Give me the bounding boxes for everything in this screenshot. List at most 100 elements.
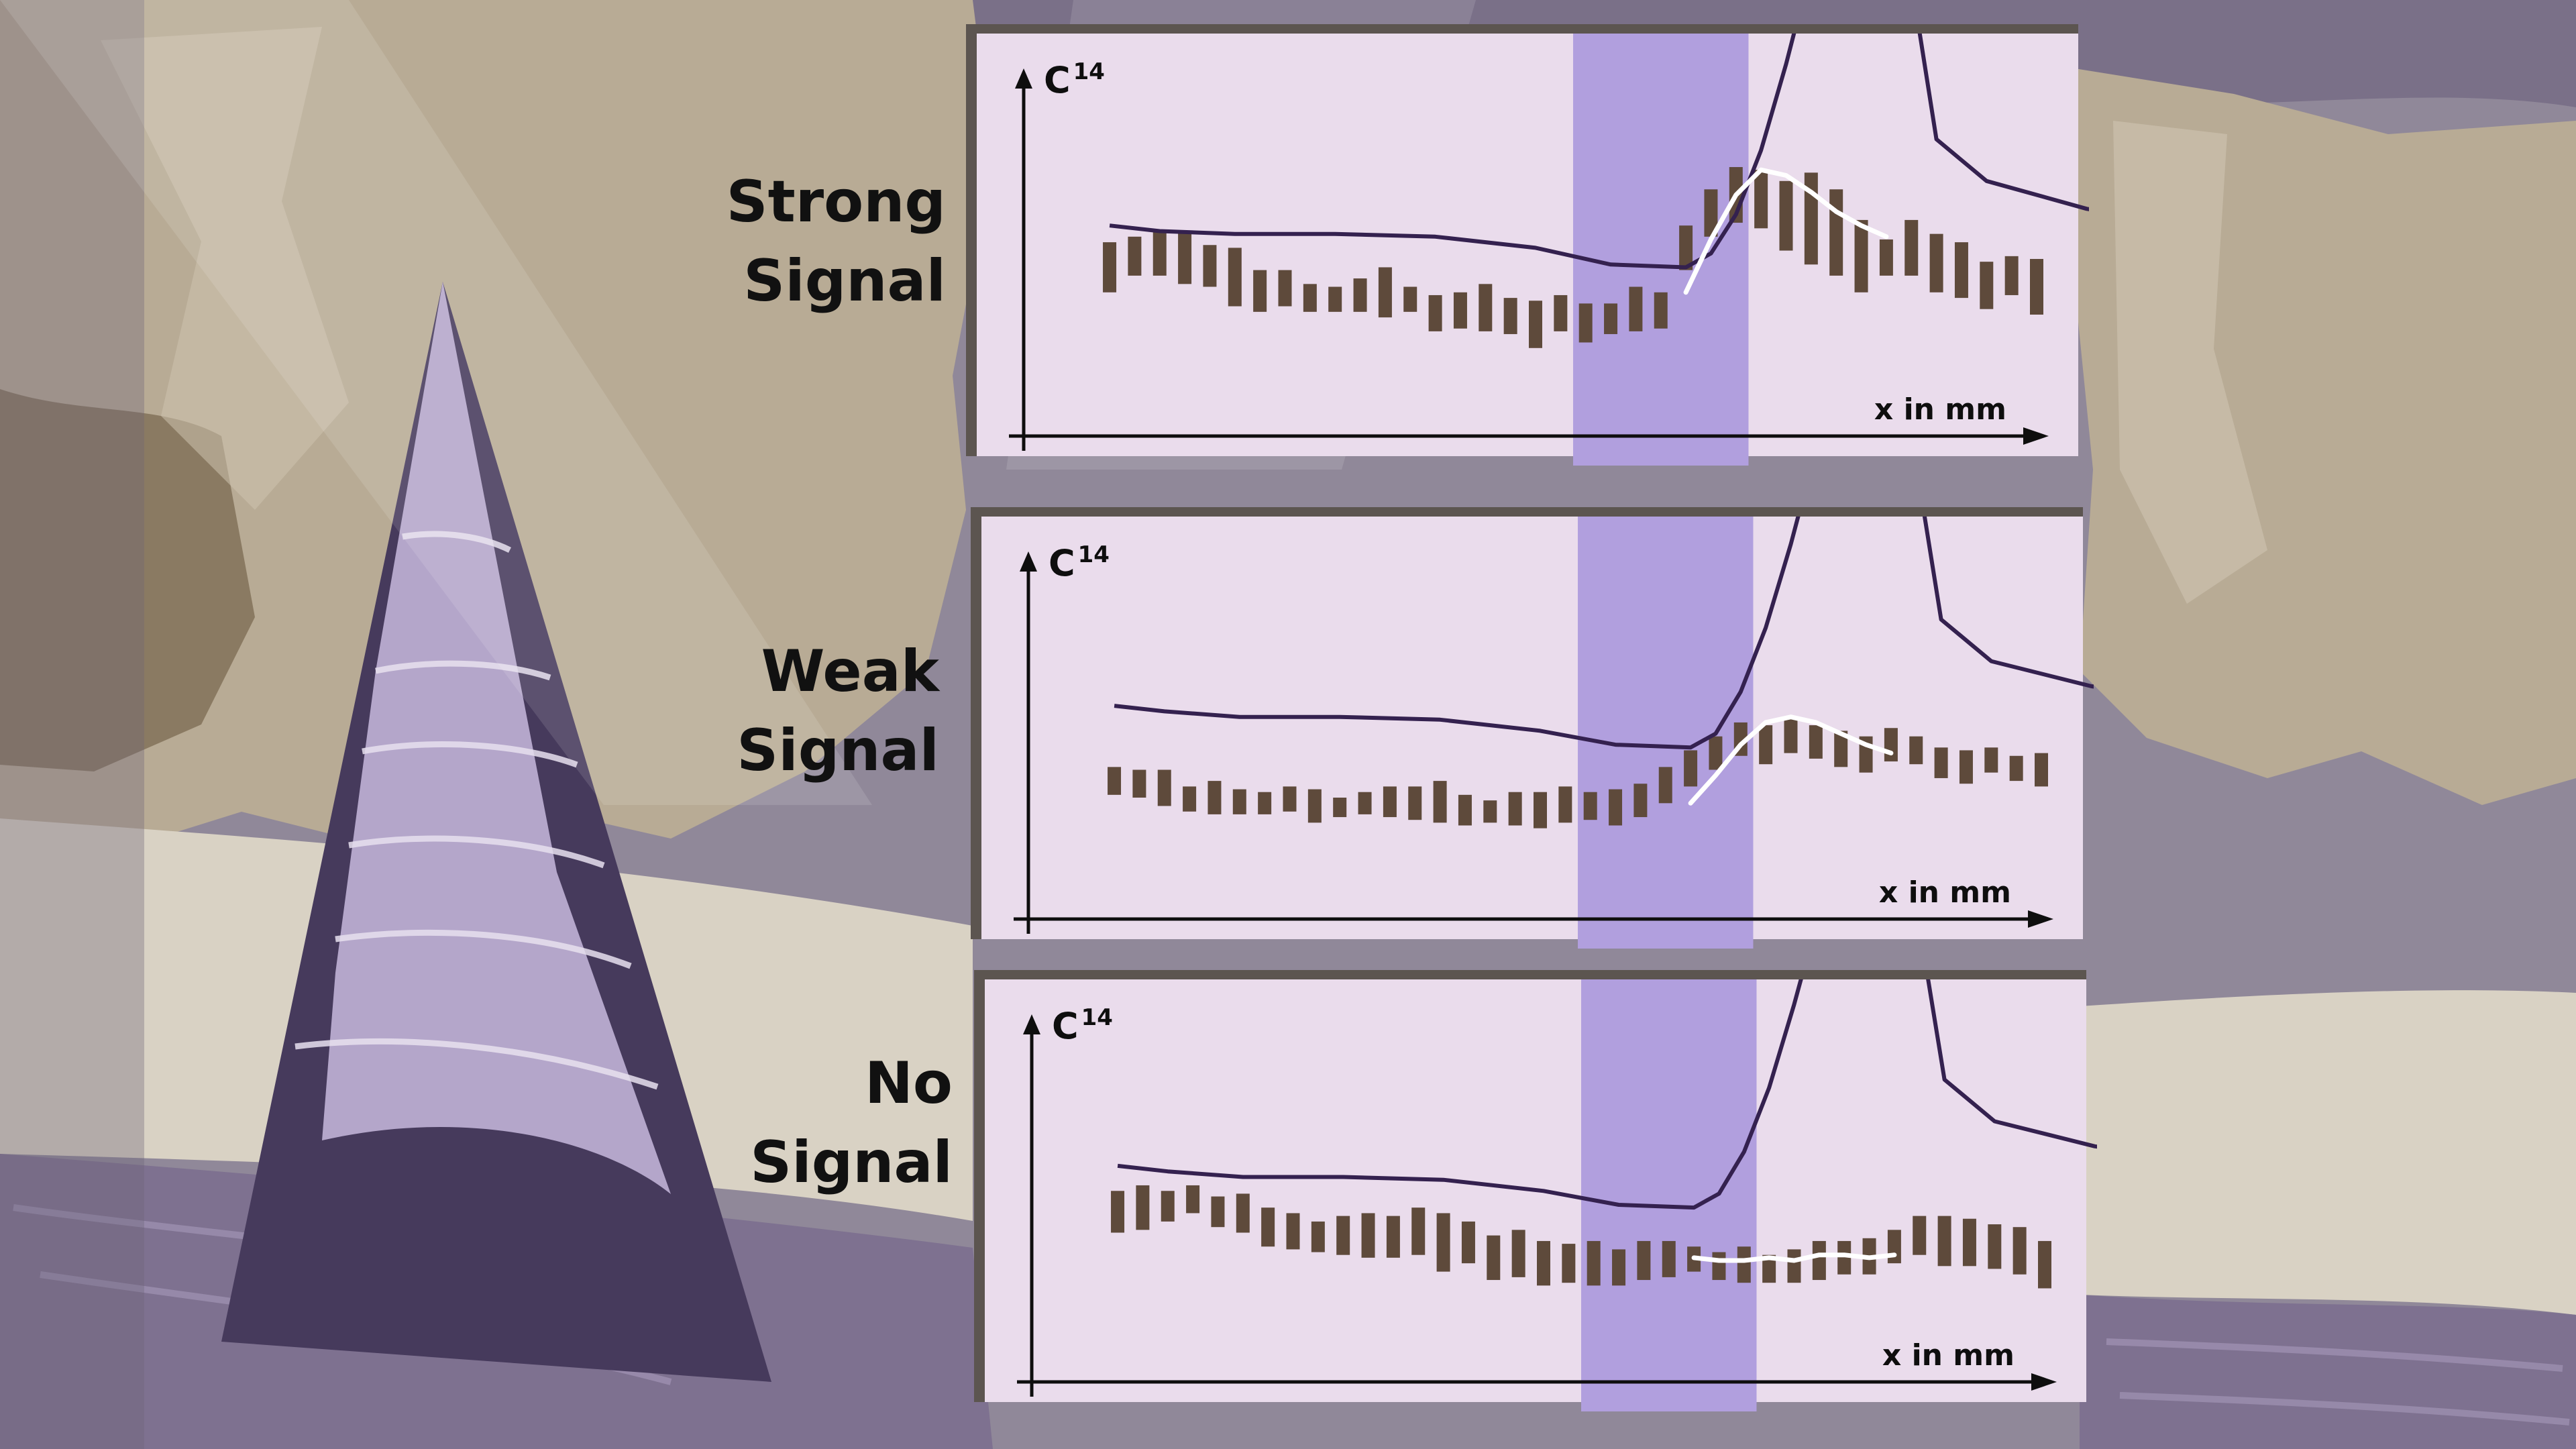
y-axis-arrow: [1023, 1014, 1040, 1034]
label-weak-signal: Weak Signal: [604, 632, 939, 790]
label-line-2: Signal: [737, 717, 939, 784]
bar-22: [1637, 1240, 1651, 1281]
stalagmite-face: [322, 282, 671, 1194]
bar-38: [2030, 259, 2043, 315]
left-rock-highlight: [101, 27, 349, 510]
bar-35: [1962, 1218, 1976, 1267]
bar-16: [1479, 284, 1493, 331]
bar-2: [1128, 236, 1142, 276]
bar-1: [1108, 767, 1122, 795]
bar-2: [1132, 769, 1146, 798]
y-axis-label-superscript: 14: [1078, 541, 1110, 568]
bar-17: [1508, 792, 1522, 826]
bar-27: [1754, 170, 1768, 229]
bar-38: [2038, 1240, 2051, 1289]
bar-19: [1558, 786, 1572, 823]
bar-9: [1303, 284, 1317, 312]
signal-curve: [1683, 167, 1889, 295]
bar-15: [1453, 292, 1467, 329]
highlight-band: [1578, 517, 1754, 949]
label-line-2: Signal: [743, 248, 946, 315]
signal-curve: [1688, 714, 1894, 806]
x-axis-arrow: [2028, 910, 2053, 928]
stalagmite-bands: [294, 531, 659, 1090]
cave-ground-right: [2080, 1295, 2576, 1449]
bar-13: [1403, 286, 1417, 312]
bar-11: [1358, 792, 1372, 814]
bar-21: [1604, 303, 1618, 335]
left-rock-shadow: [0, 389, 255, 771]
bar-29: [1812, 1240, 1826, 1281]
bar-4: [1186, 1185, 1200, 1214]
bar-36: [1984, 747, 1998, 773]
bar-15: [1461, 1221, 1475, 1264]
bar-4: [1183, 786, 1197, 812]
label-no-signal: No Signal: [617, 1044, 953, 1202]
y-axis-label-superscript: 14: [1081, 1004, 1113, 1031]
bar-25: [1704, 189, 1718, 237]
x-axis-label: x in mm: [1874, 392, 2006, 427]
bar-5: [1203, 245, 1217, 287]
bar-8: [1283, 786, 1297, 812]
bar-10: [1336, 1216, 1350, 1255]
bar-1: [1103, 242, 1117, 292]
highlight-band: [1573, 34, 1749, 466]
label-strong-signal: Strong Signal: [610, 162, 946, 321]
bar-series: [1111, 1185, 2051, 1289]
bar-37: [2012, 1227, 2027, 1275]
bar-30: [1837, 1240, 1851, 1275]
signal-curve: [1691, 1252, 1897, 1263]
x-axis-label: x in mm: [1882, 1338, 2015, 1373]
bar-17: [1511, 1230, 1525, 1277]
bar-24: [1679, 225, 1693, 270]
label-line-1: Strong: [726, 168, 946, 235]
bar-20: [1578, 303, 1593, 343]
bar-28: [1779, 180, 1793, 251]
bar-18: [1537, 1240, 1550, 1286]
bar-17: [1503, 298, 1517, 335]
bar-1: [1111, 1191, 1125, 1233]
bar-8: [1286, 1213, 1300, 1250]
bar-22: [1629, 286, 1643, 331]
label-line-1: No: [864, 1050, 953, 1117]
bar-36: [1980, 262, 1994, 309]
bar-34: [1934, 747, 1948, 778]
bar-26: [1737, 1246, 1751, 1283]
x-axis-arrow: [2023, 427, 2049, 445]
bar-27: [1759, 725, 1773, 765]
bar-6: [1236, 1193, 1250, 1233]
bar-16: [1483, 800, 1497, 823]
bar-20: [1583, 792, 1597, 820]
bar-10: [1333, 798, 1347, 818]
label-line-1: Weak: [761, 638, 939, 705]
x-axis-arrow: [2031, 1373, 2057, 1391]
bar-5: [1211, 1196, 1225, 1228]
bar-3: [1157, 769, 1171, 806]
bar-11: [1353, 278, 1367, 312]
bar-24: [1684, 750, 1698, 787]
bar-18: [1534, 792, 1547, 828]
bar-13: [1408, 786, 1422, 820]
bar-9: [1307, 789, 1322, 823]
bar-14: [1436, 1213, 1450, 1272]
bar-23: [1658, 767, 1672, 804]
label-line-2: Signal: [750, 1129, 953, 1196]
bar-7: [1253, 270, 1267, 312]
reference-curve: [1114, 517, 2094, 750]
bar-12: [1378, 267, 1392, 318]
bar-6: [1228, 248, 1242, 307]
bar-22: [1633, 784, 1648, 818]
y-axis-label-superscript: 14: [1073, 58, 1105, 85]
bar-23: [1654, 292, 1668, 329]
highlight-band: [1581, 979, 1757, 1411]
bar-10: [1328, 286, 1342, 312]
bar-25: [1709, 736, 1723, 770]
bar-33: [1913, 1216, 1927, 1255]
left-shade-strip: [0, 0, 144, 1449]
bar-15: [1458, 794, 1472, 826]
